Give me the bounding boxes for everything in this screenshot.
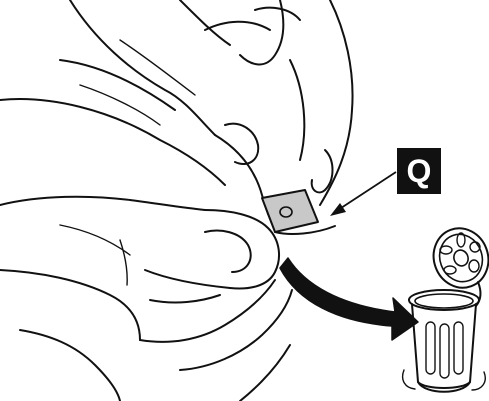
callout-leader <box>330 172 396 216</box>
arrow-icon <box>280 258 418 340</box>
trash-bin-icon <box>403 221 489 392</box>
lower-hand <box>0 197 292 401</box>
callout-label-q: Q <box>397 148 441 194</box>
